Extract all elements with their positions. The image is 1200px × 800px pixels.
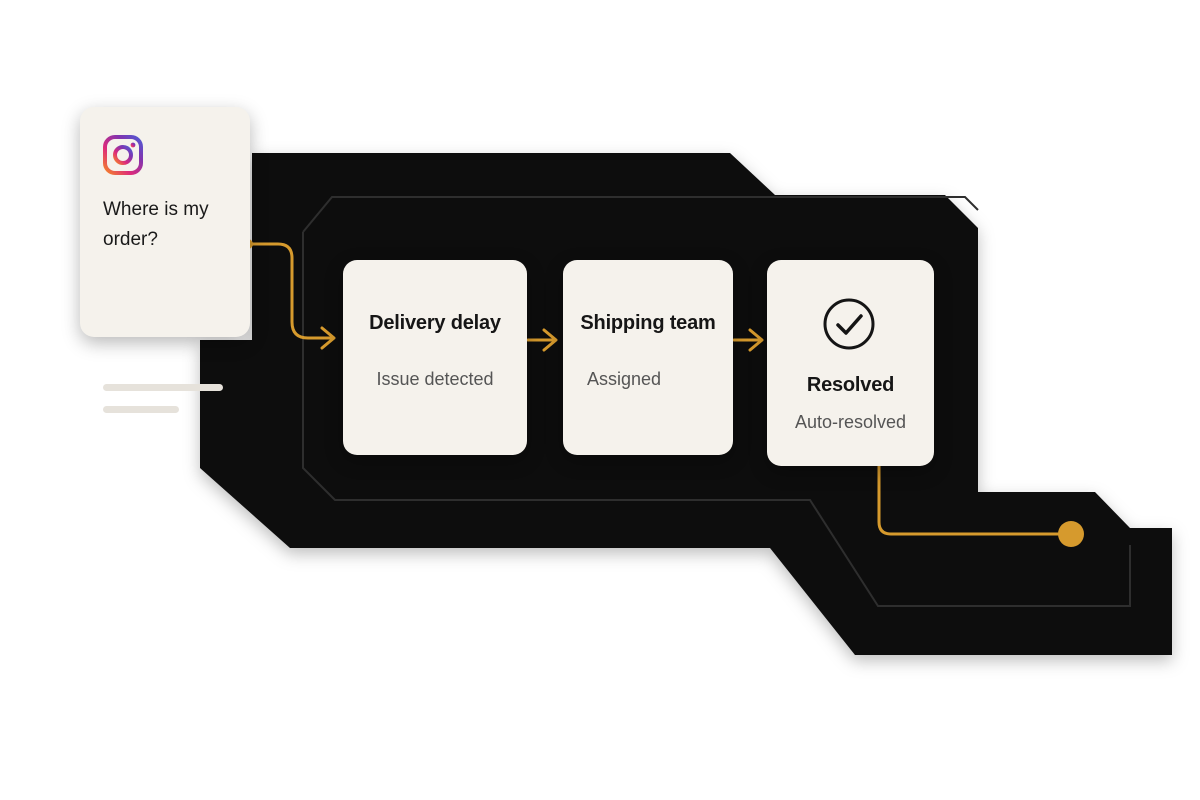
stage-status: Assigned (587, 369, 662, 389)
arrowhead-resolved (748, 328, 764, 352)
placeholder-line (103, 384, 223, 391)
stage-title: Resolved (806, 374, 895, 396)
stage-shipping-team: Shipping team Assigned (563, 260, 733, 455)
message-card: Where is my order? (80, 107, 250, 413)
arrowhead-shipping (542, 328, 558, 352)
message-text: Where is my order? (103, 199, 209, 250)
connectors (246, 242, 1060, 536)
stage-status: Auto-resolved (794, 412, 907, 432)
check-circle-icon (823, 298, 875, 350)
stage-resolved: Resolved Auto-resolved (767, 260, 934, 466)
inner-frame-left (302, 232, 1131, 607)
arrowhead-delay (320, 326, 336, 350)
placeholder-line (103, 406, 179, 413)
instagram-icon (103, 135, 143, 175)
stage-title: Shipping team (580, 312, 716, 334)
stage-delivery-delay: Delivery delay Issue detected (343, 260, 527, 455)
stage-status: Issue detected (376, 369, 494, 389)
inner-frame (302, 196, 979, 233)
stage-title: Delivery delay (369, 312, 501, 334)
connector-message-to-delay (246, 242, 334, 340)
connector-end-dot (1058, 521, 1084, 547)
connector-resolved-to-end (877, 464, 1060, 536)
